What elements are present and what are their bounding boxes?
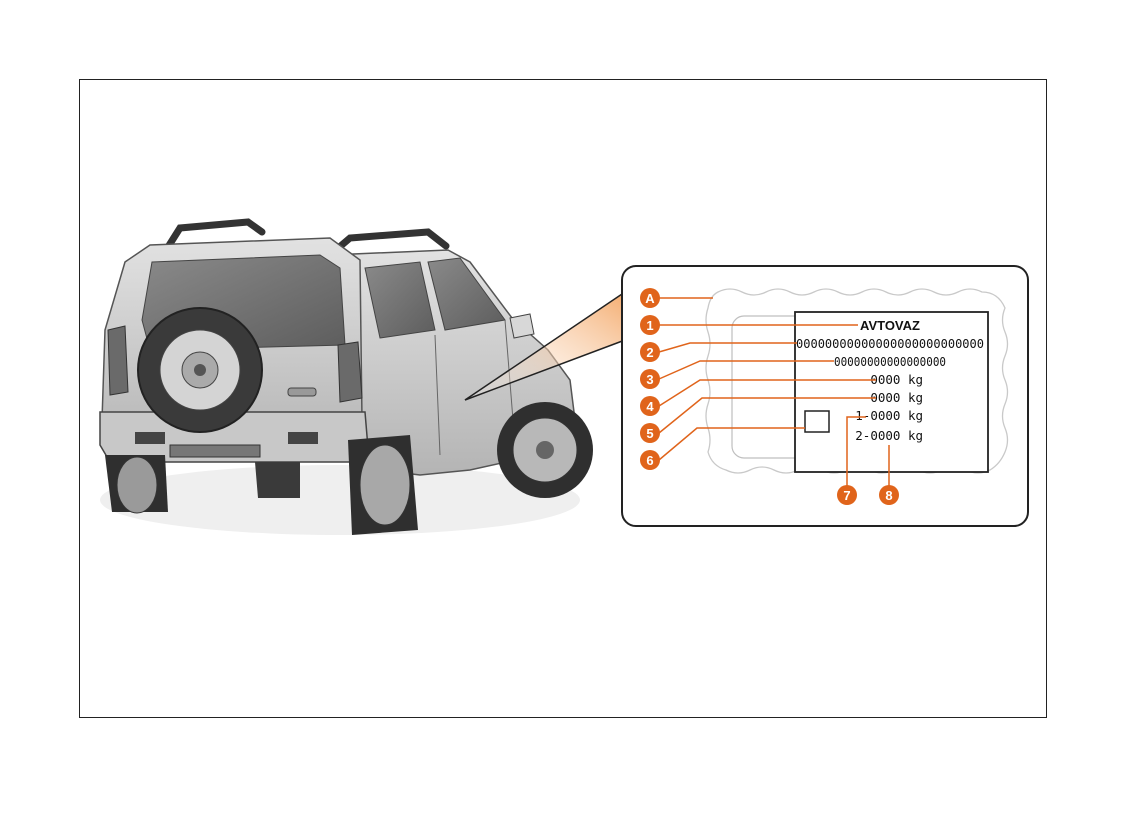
plate-engine-number-box xyxy=(805,411,829,432)
callout-6: 6 xyxy=(640,450,660,470)
plate-front-axle-load: 1-0000 kg xyxy=(855,408,923,423)
callout-6-label: 6 xyxy=(646,453,653,468)
callout-2: 2 xyxy=(640,342,660,362)
callout-7: 7 xyxy=(837,485,857,505)
plate-rear-axle-load: 2-0000 kg xyxy=(855,428,923,443)
callout-a: A xyxy=(640,288,660,308)
bumper-step xyxy=(170,445,260,457)
callout-3: 3 xyxy=(640,369,660,389)
plate-approval-number: 00000000000000000 xyxy=(834,354,946,369)
spare-wheel xyxy=(138,308,262,432)
plate-train-weight: 0000 kg xyxy=(870,390,923,405)
underbody xyxy=(255,462,300,498)
callout-1: 1 xyxy=(640,315,660,335)
callout-8-label: 8 xyxy=(885,488,892,503)
tailgate-handle xyxy=(288,388,316,396)
callout-5: 5 xyxy=(640,423,660,443)
plate-manufacturer: AVTOVAZ xyxy=(860,318,920,333)
rear-left-wheel xyxy=(105,455,168,513)
plate-vin: 00000000000000000000000000 xyxy=(796,336,984,351)
right-tail-light xyxy=(338,342,362,402)
callout-3-label: 3 xyxy=(646,372,653,387)
side-mirror xyxy=(510,314,534,338)
rear-right-wheel xyxy=(348,435,418,535)
right-reflector xyxy=(288,432,318,444)
callout-4: 4 xyxy=(640,396,660,416)
left-tail-light xyxy=(108,326,128,395)
callout-a-label: A xyxy=(645,291,655,306)
callout-2-label: 2 xyxy=(646,345,653,360)
callout-7-label: 7 xyxy=(843,488,850,503)
callout-4-label: 4 xyxy=(646,399,654,414)
callout-5-label: 5 xyxy=(646,426,653,441)
front-right-wheel xyxy=(497,402,593,498)
left-reflector xyxy=(135,432,165,444)
callout-1-label: 1 xyxy=(646,318,653,333)
plate-gross-weight: 0000 kg xyxy=(870,372,923,387)
callout-8: 8 xyxy=(879,485,899,505)
